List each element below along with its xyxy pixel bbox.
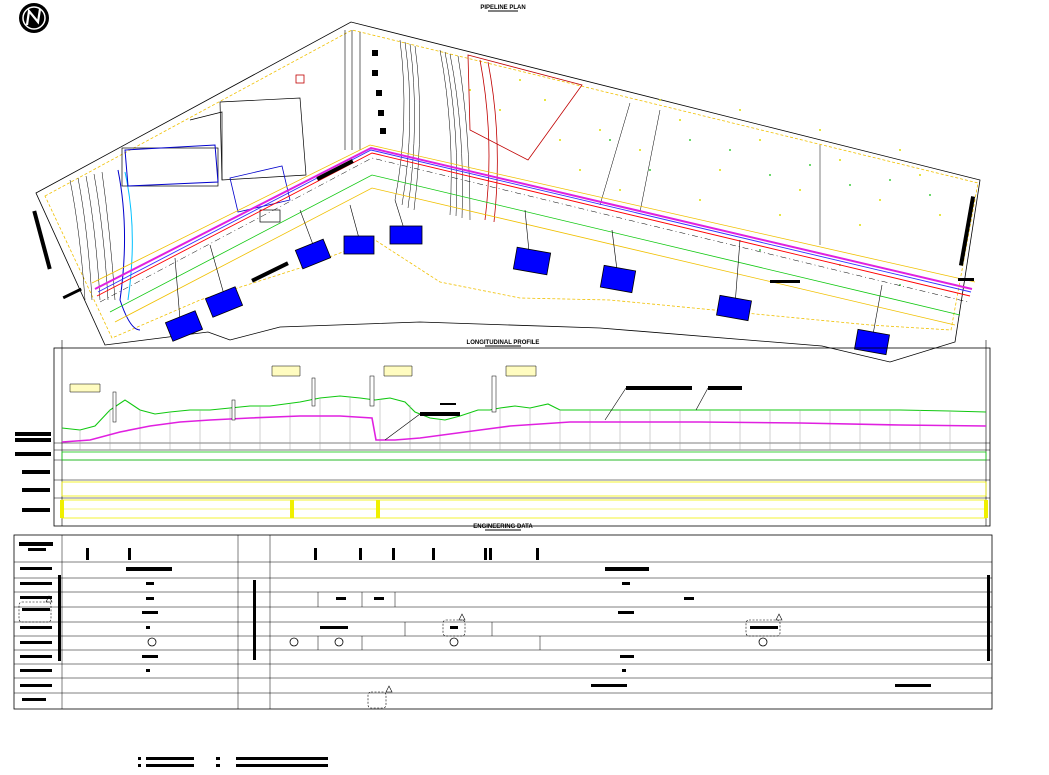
engineering-data-table [13, 534, 993, 710]
profile-title: LONGITUDINAL PROFILE [467, 340, 540, 346]
legend-note [138, 757, 328, 767]
plan-view [32, 21, 981, 363]
pipeline-route-plan [94, 146, 973, 290]
north-arrow-icon [19, 3, 49, 33]
profile-view [15, 340, 991, 527]
engineering-title: ENGINEERING DATA [473, 524, 533, 530]
pipeline-invert-profile [61, 415, 987, 443]
plan-title: PIPELINE PLAN [480, 5, 525, 11]
